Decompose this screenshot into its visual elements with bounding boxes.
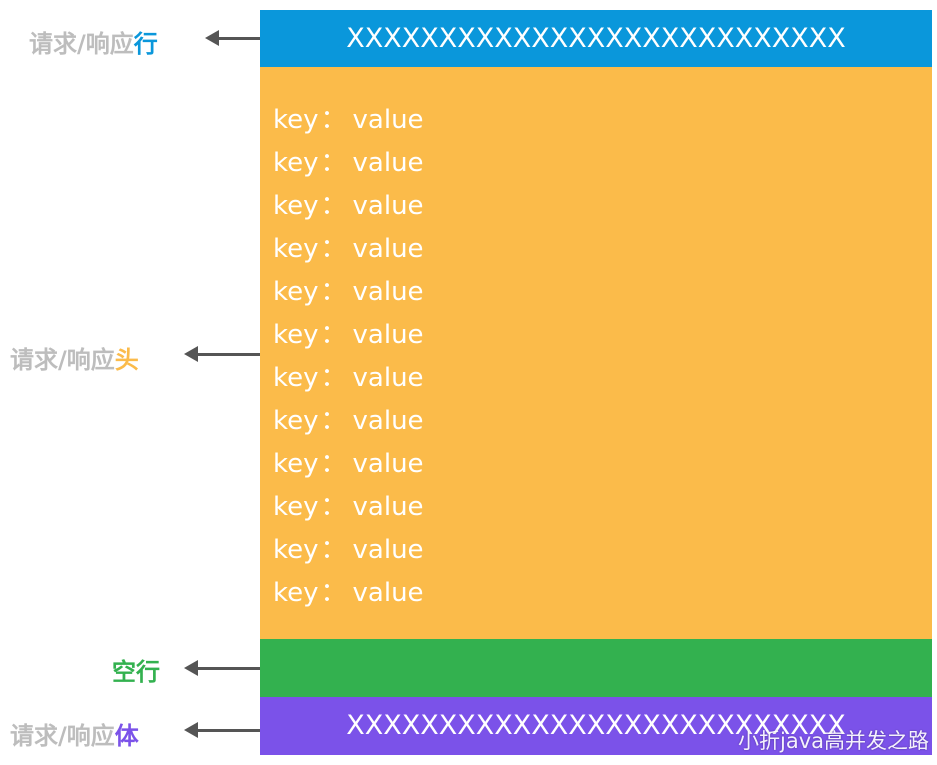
header-key: key <box>273 191 319 221</box>
header-separator: ： <box>320 320 347 350</box>
watermark-text: 小折java高并发之路 <box>738 729 929 753</box>
header-key: key <box>273 535 319 565</box>
header-separator: ： <box>320 234 347 264</box>
body-block: XXXXXXXXXXXXXXXXXXXXXXXXXXX <box>260 697 932 755</box>
header-row: key：value <box>273 357 932 400</box>
header-key: key <box>273 363 319 393</box>
header-separator: ： <box>320 105 347 135</box>
header-row: key：value <box>273 572 932 615</box>
header-value: value <box>352 578 424 608</box>
header-key: key <box>273 148 319 178</box>
header-separator: ： <box>320 148 347 178</box>
request-line-arrow <box>205 30 260 46</box>
empty-line-label: 空行 <box>112 658 160 686</box>
header-separator: ： <box>320 449 347 479</box>
body-label-highlight: 体 <box>114 722 139 750</box>
header-value: value <box>352 363 424 393</box>
header-value: value <box>352 234 424 264</box>
header-row: key：value <box>273 142 932 185</box>
header-key: key <box>273 492 319 522</box>
request-line-label: 请求/响应行 <box>29 24 158 59</box>
request-line-label-highlight: 行 <box>133 30 158 58</box>
header-key: key <box>273 234 319 264</box>
request-line-content: XXXXXXXXXXXXXXXXXXXXXXXXXXX <box>346 23 846 54</box>
header-row: key：value <box>273 314 932 357</box>
header-row: key：value <box>273 271 932 314</box>
header-key: key <box>273 277 319 307</box>
header-key: key <box>273 320 319 350</box>
header-row: key：value <box>273 99 932 142</box>
body-arrow <box>184 722 260 738</box>
header-value: value <box>352 320 424 350</box>
header-value: value <box>352 492 424 522</box>
request-line-block: XXXXXXXXXXXXXXXXXXXXXXXXXXX <box>260 10 932 67</box>
header-key: key <box>273 578 319 608</box>
header-key: key <box>273 449 319 479</box>
header-separator: ： <box>320 578 347 608</box>
header-value: value <box>352 148 424 178</box>
header-row: key：value <box>273 185 932 228</box>
request-line-label-prefix: 请求/响应 <box>29 30 134 58</box>
header-separator: ： <box>320 406 347 436</box>
headers-label: 请求/响应头 <box>10 340 139 375</box>
header-row: key：value <box>273 228 932 271</box>
headers-label-prefix: 请求/响应 <box>10 346 115 374</box>
header-value: value <box>352 277 424 307</box>
header-value: value <box>352 406 424 436</box>
headers-arrow <box>184 346 260 362</box>
header-row: key：value <box>273 486 932 529</box>
body-label-prefix: 请求/响应 <box>10 722 115 750</box>
header-value: value <box>352 449 424 479</box>
header-row: key：value <box>273 400 932 443</box>
empty-line-arrow <box>184 660 260 676</box>
header-key: key <box>273 406 319 436</box>
header-separator: ： <box>320 191 347 221</box>
headers-label-highlight: 头 <box>114 346 139 374</box>
header-separator: ： <box>320 535 347 565</box>
header-key: key <box>273 105 319 135</box>
body-content: XXXXXXXXXXXXXXXXXXXXXXXXXXX <box>346 710 846 741</box>
body-label: 请求/响应体 <box>10 716 139 751</box>
header-row: key：value <box>273 443 932 486</box>
empty-line-block <box>260 639 932 697</box>
header-value: value <box>352 105 424 135</box>
header-value: value <box>352 191 424 221</box>
header-separator: ： <box>320 492 347 522</box>
header-row: key：value <box>273 529 932 572</box>
header-value: value <box>352 535 424 565</box>
header-separator: ： <box>320 277 347 307</box>
header-separator: ： <box>320 363 347 393</box>
